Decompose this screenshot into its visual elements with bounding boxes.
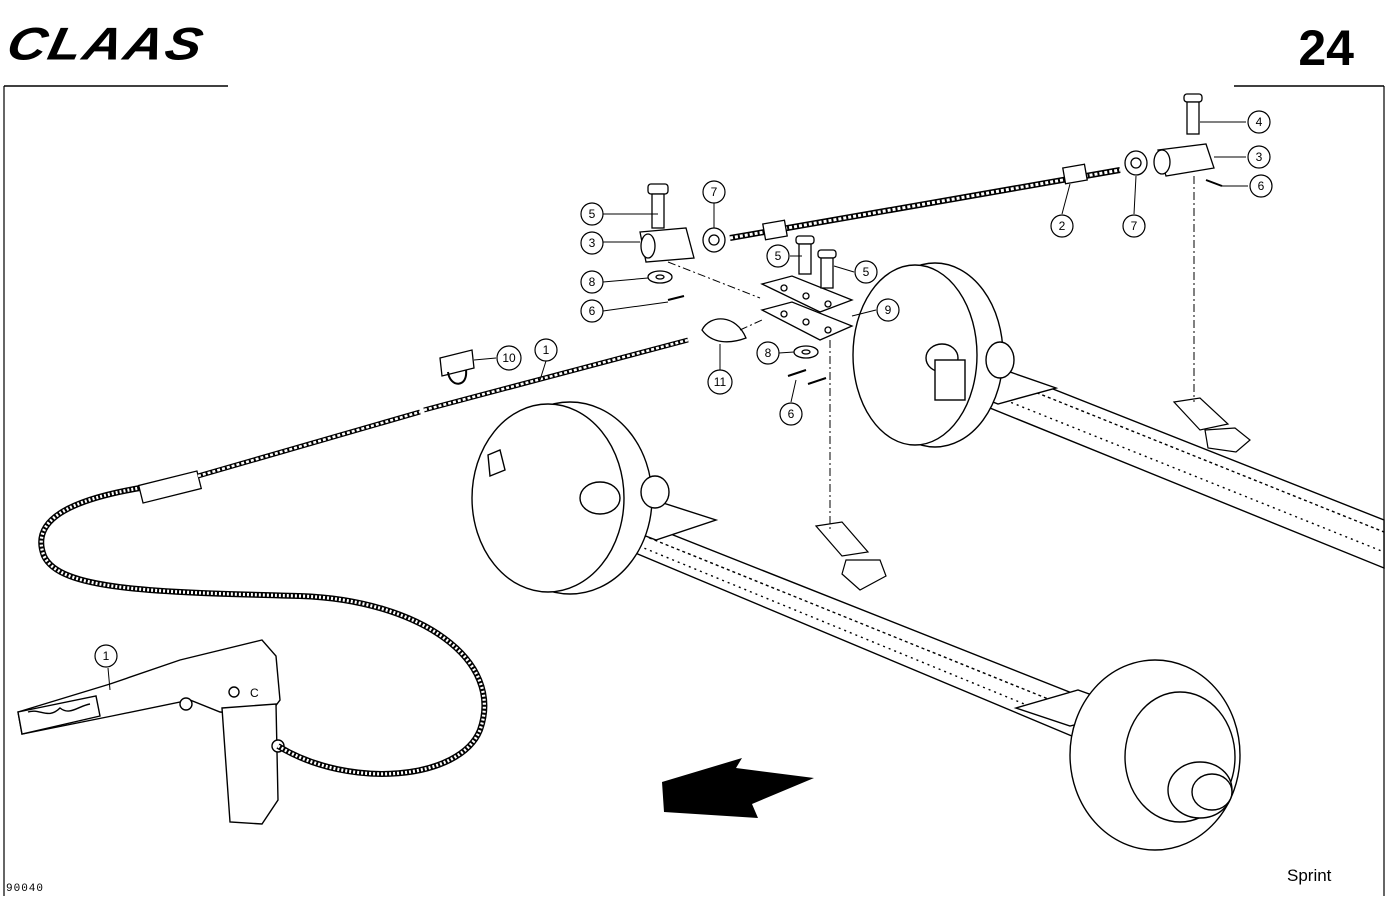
callout-label: 10 — [502, 351, 516, 365]
callout-6a: 6 — [580, 299, 604, 323]
callout-label: 3 — [1256, 150, 1263, 164]
sheet-frame — [3, 85, 1385, 896]
page-number: 24 — [1298, 20, 1354, 76]
callout-9: 9 — [876, 298, 900, 322]
travel-direction-arrow-icon — [662, 758, 814, 818]
callout-label: 2 — [1059, 219, 1066, 233]
callout-label: 11 — [714, 375, 727, 389]
callout-numbers: 1 1 2 3 3 4 5 5 5 6 6 6 7 7 8 8 9 10 11 — [94, 110, 1273, 668]
callout-label: 7 — [711, 185, 718, 199]
callout-leaders — [107, 121, 1248, 691]
callout-3b: 3 — [1247, 145, 1271, 169]
machine-model-label: Sprint — [1287, 866, 1332, 885]
callout-4: 4 — [1247, 110, 1271, 134]
callout-10: 10 — [496, 345, 522, 371]
front-axle — [471, 401, 1241, 851]
rear-axle — [852, 262, 1385, 570]
callout-3a: 3 — [580, 231, 604, 255]
assembly-guide-lines — [667, 176, 1195, 530]
callout-label: 5 — [863, 265, 870, 279]
svg-text:C: C — [250, 686, 259, 700]
callout-5c: 5 — [854, 260, 878, 284]
callout-label: 4 — [1256, 115, 1263, 129]
brake-rod-assembly — [439, 93, 1223, 385]
callout-11: 11 — [707, 369, 733, 395]
hand-brake-lever: C — [17, 639, 285, 825]
callout-label: 7 — [1131, 219, 1138, 233]
callout-8a: 8 — [580, 270, 604, 294]
callout-2: 2 — [1050, 214, 1074, 238]
callout-label: 8 — [765, 346, 772, 360]
callout-1a: 1 — [534, 338, 558, 362]
callout-6c: 6 — [1249, 174, 1273, 198]
callout-1b: 1 — [94, 644, 118, 668]
callout-label: 1 — [543, 343, 550, 357]
callout-label: 5 — [589, 207, 596, 221]
callout-label: 6 — [788, 407, 795, 421]
callout-7a: 7 — [702, 180, 726, 204]
callout-8b: 8 — [756, 341, 780, 365]
callout-5b: 5 — [766, 244, 790, 268]
callout-label: 8 — [589, 275, 596, 289]
callout-label: 1 — [103, 649, 110, 663]
bowden-cable — [38, 337, 689, 777]
drawing-number: 90040 — [6, 883, 45, 895]
callout-label: 9 — [885, 303, 892, 317]
callout-7b: 7 — [1122, 214, 1146, 238]
callout-label: 3 — [589, 236, 596, 250]
callout-5a: 5 — [580, 202, 604, 226]
callout-6b: 6 — [779, 402, 803, 426]
callout-label: 5 — [775, 249, 782, 263]
callout-label: 6 — [1258, 179, 1265, 193]
callout-label: 6 — [589, 304, 596, 318]
